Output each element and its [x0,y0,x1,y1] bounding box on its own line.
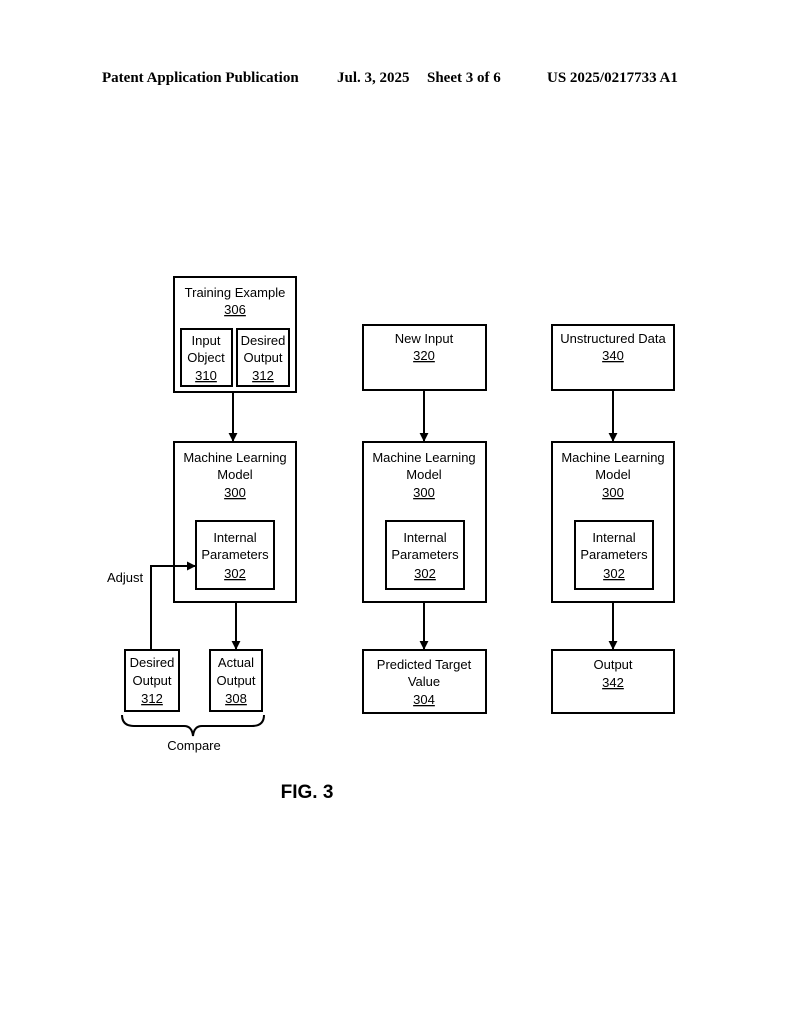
actual-output-ref: 308 [225,691,247,706]
figure-label: FIG. 3 [281,782,334,803]
params-1-line2: Parameters [201,547,269,562]
predicted-line2: Value [408,674,440,689]
model-3-line1: Machine Learning [561,450,664,465]
compare-label: Compare [167,738,220,753]
input-object-line1: Input [192,333,221,348]
params-1-line1: Internal [213,530,256,545]
params-2-ref: 302 [414,566,436,581]
input-object-line2: Object [187,350,225,365]
compare-brace [121,714,265,737]
desired-output-inner-box [236,328,290,387]
model-3-ref: 300 [602,485,624,500]
params-2-line2: Parameters [391,547,459,562]
output-box [551,649,675,714]
input-object-ref: 310 [195,368,217,383]
header-publication: Patent Application Publication [102,70,299,86]
actual-output-box [209,649,263,712]
params-3-line1: Internal [592,530,635,545]
new-input-label: New Input [395,331,454,346]
params-2-line1: Internal [403,530,446,545]
params-1-ref: 302 [224,566,246,581]
input-object-box [180,328,233,387]
training-example-ref: 306 [224,302,246,317]
desired-output-bottom-line2: Output [132,673,171,688]
new-input-ref: 320 [413,348,435,363]
predicted-line1: Predicted Target [377,657,472,672]
model-1-line2: Model [217,467,253,482]
desired-output-inner-line2: Output [243,350,282,365]
predicted-ref: 304 [413,692,435,707]
params-3-line2: Parameters [580,547,648,562]
internal-parameters-box-3 [574,520,654,590]
model-1-ref: 300 [224,485,246,500]
predicted-target-box [362,649,487,714]
header-date: Jul. 3, 2025 [337,70,410,86]
header-sheet: Sheet 3 of 6 [427,70,501,86]
unstructured-ref: 340 [602,348,624,363]
desired-output-inner-line1: Desired [241,333,286,348]
model-2-ref: 300 [413,485,435,500]
internal-parameters-box-2 [385,520,465,590]
desired-output-bottom-line1: Desired [130,655,175,670]
arrow-adjust [150,561,196,650]
model-2-line2: Model [406,467,442,482]
output-ref: 342 [602,675,624,690]
desired-output-inner-ref: 312 [252,368,274,383]
training-example-label: Training Example [185,285,286,300]
unstructured-label: Unstructured Data [560,331,666,346]
adjust-label: Adjust [107,570,144,585]
output-label: Output [593,657,632,672]
params-3-ref: 302 [603,566,625,581]
actual-output-line1: Actual [218,655,254,670]
actual-output-line2: Output [216,673,255,688]
internal-parameters-box-1 [195,520,275,590]
model-2-line1: Machine Learning [372,450,475,465]
desired-output-bottom-ref: 312 [141,691,163,706]
model-1-line1: Machine Learning [183,450,286,465]
training-example-box [173,276,297,393]
header-patent-number: US 2025/0217733 A1 [547,70,678,86]
model-3-line2: Model [595,467,631,482]
